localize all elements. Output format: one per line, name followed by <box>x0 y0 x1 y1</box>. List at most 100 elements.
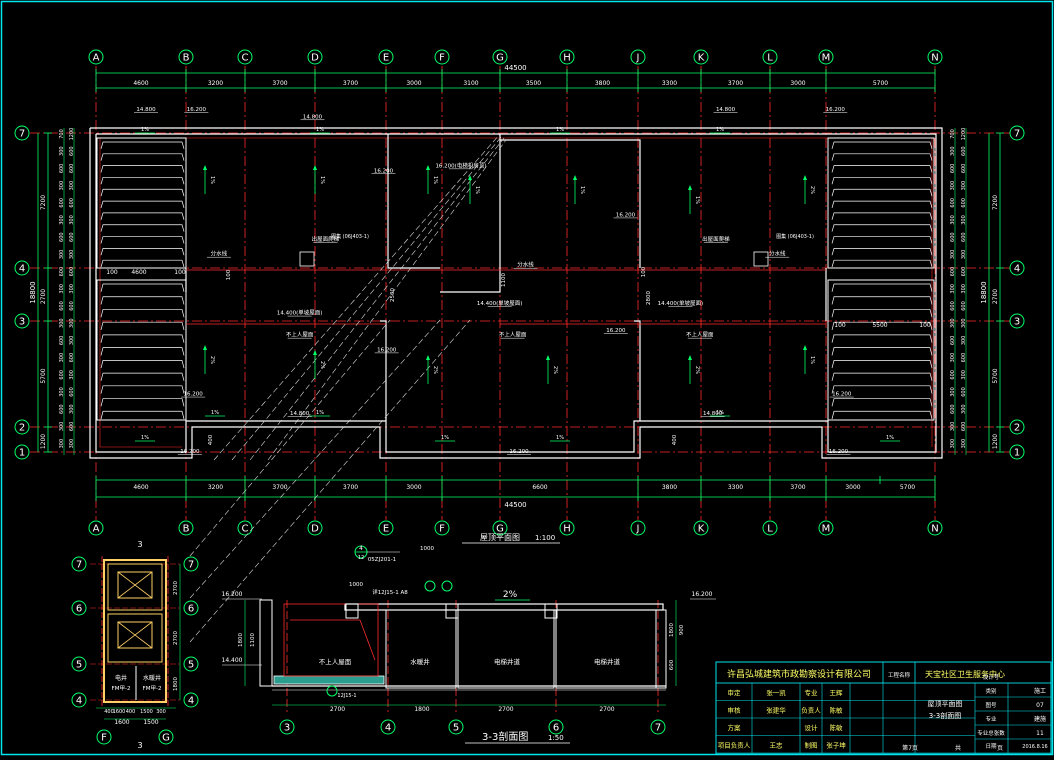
axis-bubble-bottom-C-label: C <box>242 524 249 535</box>
stair-right-lower-step <box>831 410 933 420</box>
title-project: 天宝社区卫生服务中心 <box>925 669 1005 679</box>
dim-bottom-2: 3700 <box>272 484 287 491</box>
section-axis-5-circle <box>448 719 464 735</box>
axis-bubble-top-F-circle <box>434 49 450 65</box>
axis-bubble-bottom-E-label: E <box>383 524 389 535</box>
section-room-red <box>283 603 379 677</box>
title-block[interactable]: 许昌弘城建筑市政勘察设计有限公司工程名称天宝社区卫生服务中心审定张一凯专业王辉审… <box>715 661 1052 755</box>
overall-width-left: 18800 <box>29 281 37 303</box>
detail-row-right-2-circle <box>183 656 199 672</box>
axis-bubble-top-C-circle <box>237 49 253 65</box>
dim-top-4: 3700 <box>343 80 358 87</box>
axis-bubble-bottom-L-circle <box>762 520 778 536</box>
rung-dim: 1200 <box>69 128 75 141</box>
section-callout-circle2 <box>441 580 453 592</box>
stair-right-lower-step <box>831 372 933 381</box>
slope-arrow-head <box>573 175 577 180</box>
section-axis-5-label: 5 <box>453 723 459 734</box>
axis-bubble-bottom-E-circle <box>378 520 394 536</box>
plan-label-22: 14.800 <box>290 411 310 417</box>
axis-bubble-top-N-circle <box>927 49 943 65</box>
title-row-label2: 制图 <box>805 741 818 750</box>
partition <box>500 139 641 268</box>
axis-bubble-top-A-label: A <box>93 53 100 64</box>
dim-vert-right-2: 5700 <box>992 368 999 383</box>
axis-bubble-bottom-K-circle <box>693 520 709 536</box>
slope-arrow-head <box>803 175 807 180</box>
plan-label-17: 不上人屋面 <box>499 331 527 339</box>
stair-right-upper-step <box>831 153 933 161</box>
section-dim-bottom-0: 2700 <box>330 706 345 713</box>
rung-dim: 300 <box>950 318 956 328</box>
stair-left-lower-step <box>100 321 185 330</box>
rung-dim: 600 <box>69 301 75 311</box>
slope-label: 1% <box>319 176 325 184</box>
stair-left-upper-step <box>100 212 185 220</box>
rung-dim: 600 <box>59 301 65 311</box>
title-drawing-b: 3-3剖面图 <box>929 711 961 720</box>
dim-vert-right-3: 1200 <box>992 434 999 449</box>
axis-bubble-top-N-label: N <box>931 53 938 64</box>
rung-dim: 300 <box>59 215 65 225</box>
rung-dim: 600 <box>961 387 967 397</box>
detail-box-middle <box>107 613 163 663</box>
rung-dim: 300 <box>69 181 75 191</box>
rung-dim: 600 <box>950 232 956 242</box>
axis-bubble-left-1-label: 1 <box>19 448 25 459</box>
plan-label-10: 分水线 <box>211 250 228 258</box>
stair-right-upper-box <box>827 137 935 269</box>
shaft-cross <box>117 621 153 649</box>
stair-right-lower-step <box>831 283 933 292</box>
title-row-label2: 负责人 <box>801 706 821 715</box>
rung-dim: 600 <box>69 232 75 242</box>
axis-bubble-top-M-circle <box>818 49 834 65</box>
rung-dim: 600 <box>961 146 967 156</box>
rung-dim: 300 <box>69 318 75 328</box>
rung-dim: 600 <box>950 370 956 380</box>
rung-dim: 300 <box>950 250 956 260</box>
section-axis-4-circle <box>380 719 396 735</box>
title-right-value: 施工 <box>1034 687 1046 695</box>
stair-left-upper-step <box>100 153 185 161</box>
stair-right-upper-step <box>831 236 933 244</box>
axis-bubble-left-2-circle <box>14 419 30 435</box>
dim-bottom-0: 4600 <box>133 484 148 491</box>
dim-bottom-3: 3700 <box>343 484 358 491</box>
detail-axis-F-label: F <box>101 733 107 744</box>
rung-dim: 300 <box>961 181 967 191</box>
title-footer-page: 第7页 <box>902 744 918 752</box>
plan-label-8: 出屋面爬梯 <box>312 235 340 243</box>
inner-vertical-dim: 2500 <box>390 288 396 302</box>
stair-right-upper-step <box>831 165 933 173</box>
stair-right-upper-step <box>831 188 933 197</box>
detail-row-left-2-label: 5 <box>76 660 82 671</box>
title-right-label: 图号 <box>985 701 997 709</box>
stair-left-lower-step <box>100 360 185 369</box>
rung-dim: 300 <box>59 146 65 156</box>
rung-dim: 600 <box>69 267 75 277</box>
rung-dim: 600 <box>950 164 956 174</box>
detail-dim-right-1: 2700 <box>173 631 179 645</box>
section-axis-3-label: 3 <box>284 723 290 734</box>
section-room-label-3: 电梯井道 <box>594 657 621 666</box>
inner-dim-left: 4600 <box>131 269 146 276</box>
rung-dim: 600 <box>69 164 75 174</box>
plan-label-1: 16.200 <box>187 107 207 113</box>
rung-dim: 600 <box>961 198 967 208</box>
partition <box>440 134 501 293</box>
stair-left-upper-box <box>96 137 187 269</box>
rung-dim: 600 <box>59 336 65 346</box>
callout-ref: 05ZJ201-1 <box>368 557 396 563</box>
axis-bubble-left-3-circle <box>14 313 30 329</box>
plan-label-19: 16.200 <box>377 347 397 353</box>
slope-arrow-head <box>313 350 317 355</box>
axis-bubble-top-F-label: F <box>439 53 445 64</box>
overall-length-top: 44500 <box>504 64 526 72</box>
rung-dim: 300 <box>961 404 967 414</box>
section-cut-line <box>249 137 505 461</box>
axis-bubble-top-J-circle <box>630 49 646 65</box>
plan-label-23: 16.200 <box>832 392 852 398</box>
rung-dim: 300 <box>59 284 65 294</box>
rung-dim: 300 <box>59 439 65 449</box>
